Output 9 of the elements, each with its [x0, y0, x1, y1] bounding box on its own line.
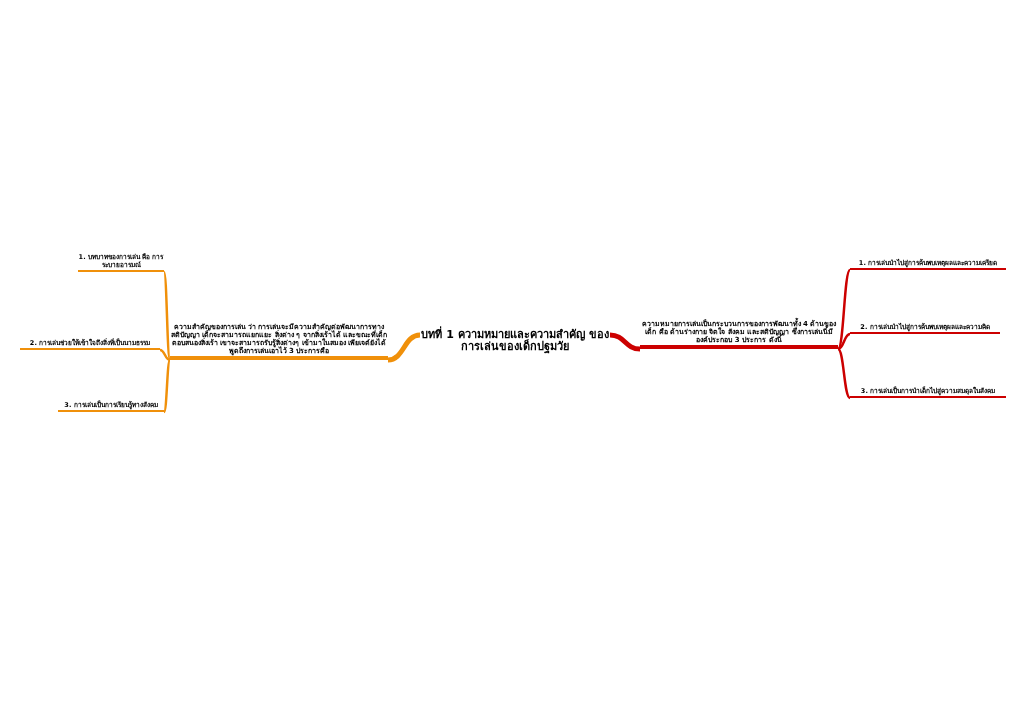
- branch-line: [159, 348, 171, 362]
- branch-line: [387, 332, 421, 363]
- branch-line: [837, 332, 851, 351]
- branch-line: [162, 271, 172, 361]
- branch-line: [162, 359, 172, 413]
- branch-line: [609, 332, 641, 352]
- branch-line: [836, 269, 852, 350]
- branch-line: [837, 348, 851, 399]
- topic-text: บทที่ 1 ความหมายและความสำคัญ ของการเล่นของเด็กปฐมวัย: [420, 316, 610, 354]
